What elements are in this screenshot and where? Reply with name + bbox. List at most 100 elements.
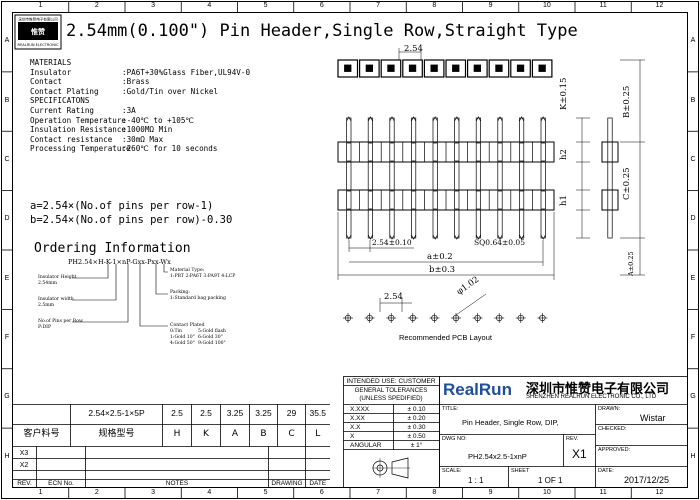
insulator-height-block: Insulator Height 2.54mm [38, 275, 77, 287]
pins-title: No.of Pins per Row [38, 319, 83, 324]
front-view-pin [497, 142, 503, 162]
front-view-pin-tip [475, 234, 481, 240]
rev-value: X1 [572, 447, 587, 461]
top-view-pin-square [344, 64, 352, 72]
tolerance-key: X.XXX [350, 406, 370, 413]
top-view-pin-square [538, 64, 546, 72]
insulator-height-title: Insulator Height [38, 275, 77, 280]
front-view-pin [389, 190, 395, 210]
side-view-upper-insulator [601, 141, 619, 163]
pins-block: No.of Pins per Row P:DIP [38, 319, 83, 331]
materials-value: :PA6T+30%Glass Fiber,UL94V-0 [122, 67, 251, 77]
scale-value: 1 : 1 [468, 476, 484, 485]
front-view-pin-tip [519, 116, 525, 122]
front-view-pin [432, 117, 438, 239]
side-view-pin [607, 117, 613, 239]
revision-row-label: X2 [19, 462, 29, 469]
top-view-pin-cell [359, 59, 380, 78]
top-view-pin-cell [510, 59, 531, 78]
company-seal-logo: 惟赞 深圳市惟赞电子有限公司 REALRUN ELECTRONIC [14, 14, 62, 50]
frame-col-label-top: 10 [542, 2, 551, 9]
table-value-cell: 35.5 [309, 408, 327, 418]
dim-pitch-top: 2.54 [404, 44, 423, 54]
table-header-cell: 客户料号 [23, 429, 60, 439]
insulator-width-title: Insulator width [38, 297, 74, 302]
plated-option: 1:Gold 10" [170, 335, 195, 340]
front-view-pin-tip [475, 116, 481, 122]
dim-k: K±0.15 [559, 77, 569, 110]
contact-plated-title: Contact Plated [170, 323, 205, 328]
tolerance-key: ANGULAR [350, 442, 382, 449]
frame-col-label-top: 3 [151, 2, 156, 9]
front-view-pin-tip [497, 116, 503, 122]
spec-value: :-40℃ to +105℃ [122, 115, 194, 125]
front-view-pin [475, 142, 481, 162]
table-value-cell: 3.25 [226, 408, 244, 418]
frame-row-label-left: B [4, 96, 10, 104]
top-view-pin-square [430, 64, 438, 72]
front-view-pin-tip [432, 116, 438, 122]
plated-option: 9:Gold 100" [198, 341, 226, 346]
spec-row: Current Rating:3A [30, 106, 290, 116]
front-view-pin [540, 190, 546, 210]
dim-side-c: C±0.25 [622, 167, 632, 200]
frame-col-label-top: 8 [432, 2, 437, 9]
frame-col-label-top: 2 [94, 2, 99, 9]
frame-col-label-top: 9 [488, 2, 493, 9]
frame-col-label-bottom: 12 [655, 489, 664, 496]
top-view-pin-cell [531, 59, 553, 78]
top-view-pin-square [408, 64, 417, 72]
front-view-pin [346, 117, 352, 239]
front-view-pin [346, 142, 352, 162]
specifications-heading: SPECIFICATONS [30, 96, 90, 106]
material-type-block: Material Type: 1:PBT 2:PA6T 3:PA9T 4:LCP [170, 268, 235, 280]
table-header-cell: 规格型号 [98, 429, 135, 439]
tolerance-value: ± 0.50 [407, 433, 426, 440]
front-view-pin-tip [454, 116, 460, 122]
front-view-pin [519, 190, 525, 210]
dim-h2: h2 [559, 149, 569, 160]
materials-label: Contact Plating [30, 86, 99, 96]
svg-text:惟赞: 惟赞 [31, 27, 45, 36]
front-view-pin-tip [346, 234, 352, 240]
plated-option: 0:Tin [170, 329, 182, 334]
intended-use: INTENDED USE: CUSTOMER [346, 378, 436, 385]
revision-footer-cell: DATE [309, 480, 327, 487]
dim-side-a: A±0.25 [627, 251, 635, 276]
front-view-pin [346, 190, 352, 210]
dwg-value: PH2.54x2.5-1xnP [468, 452, 527, 461]
company-brand: RealRun [443, 380, 512, 399]
frame-row-label-left: D [4, 215, 10, 223]
frame-col-label-top: 7 [376, 2, 381, 9]
front-view-pin [411, 190, 417, 210]
spec-row: Contact resistance:30mΩ Max [30, 135, 290, 145]
top-view-pin-cell [380, 59, 402, 78]
front-view-pin-tip [389, 234, 395, 240]
front-view-pin-tip [497, 234, 503, 240]
top-view-pin-cell [423, 59, 445, 78]
front-view-pin-tip [367, 234, 373, 240]
spec-label: Operation Temperature [30, 115, 127, 125]
front-view-pin-tip [411, 234, 417, 240]
frame-row-label-right: D [690, 215, 696, 223]
dim-a: a±0.2 [427, 252, 453, 262]
svg-text:深圳市惟赞电子有限公司: 深圳市惟赞电子有限公司 [18, 17, 58, 22]
title-label: TITLE: [442, 406, 459, 412]
frame-row-label-right: H [690, 452, 696, 460]
top-view-pin-cell [337, 59, 359, 78]
company-cn-name: 深圳市惟赞电子有限公司 [526, 382, 670, 397]
date-value: 2017/12/25 [624, 475, 670, 485]
spec-value: :30mΩ Max [122, 134, 164, 144]
spec-value: :260℃ for 10 seconds [122, 144, 218, 154]
frame-col-label-top: 6 [319, 2, 324, 9]
front-view-pin-tip [540, 116, 546, 122]
frame-row-label-left: H [4, 452, 10, 460]
frame-col-label-bottom: 6 [319, 489, 324, 496]
front-view-pin [389, 117, 395, 239]
top-view-pin-square [387, 64, 395, 72]
front-view-pin-tip [389, 116, 395, 122]
packing-block: Packing: 1:Standard bag packing [170, 290, 226, 302]
frame-row-label-left: C [4, 155, 10, 163]
